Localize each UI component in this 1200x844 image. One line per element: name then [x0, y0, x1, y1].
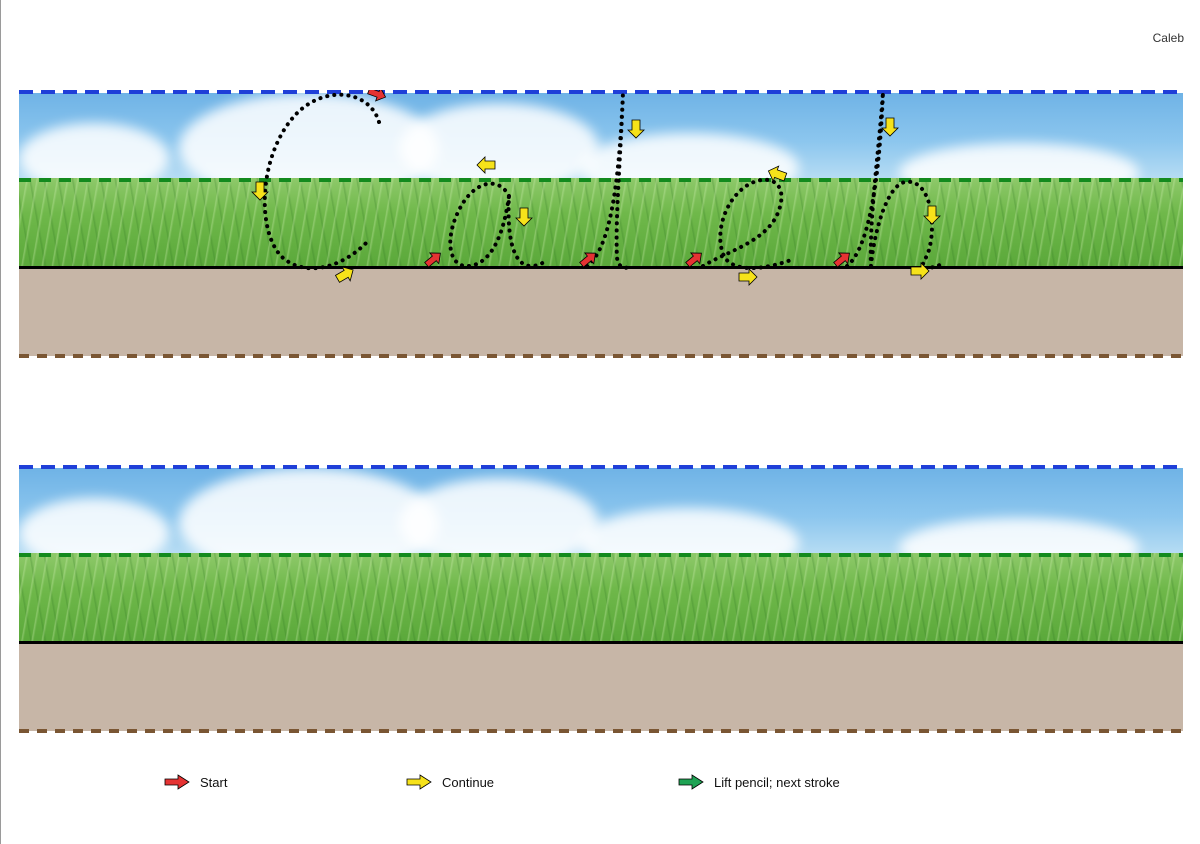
- practice-band-blank: [19, 465, 1183, 733]
- legend-start: Start: [164, 774, 227, 790]
- letter-c-trace: [262, 92, 381, 271]
- continue-arrow-a1: [476, 156, 496, 174]
- continue-arrow-c2: [334, 266, 354, 283]
- baseline: [19, 641, 1183, 644]
- legend-continue: Continue: [406, 774, 494, 790]
- sky-zone: [19, 468, 1183, 556]
- top-guide-line: [19, 465, 1183, 469]
- continue-arrow-l: [627, 119, 645, 139]
- letter-e-trace: [701, 177, 793, 271]
- baseline: [19, 266, 1183, 269]
- practice-band-traced: [19, 90, 1183, 358]
- letter-a-trace: [448, 181, 549, 269]
- descender-guide-line: [19, 729, 1183, 733]
- continue-arrow-b1: [881, 117, 899, 137]
- green-arrow-icon: [678, 774, 704, 790]
- legend-continue-label: Continue: [442, 774, 495, 790]
- start-arrow-l: [579, 252, 596, 268]
- student-name-label: Caleb: [1152, 31, 1184, 45]
- continue-arrow-b2: [923, 205, 941, 225]
- page-left-border: [0, 0, 1, 844]
- legend-lift: Lift pencil; next stroke: [678, 774, 840, 790]
- legend: Start Continue Lift pencil; next stroke: [0, 774, 1200, 794]
- midline-guide: [19, 178, 1183, 182]
- grass-zone: [19, 553, 1183, 643]
- descender-guide-line: [19, 354, 1183, 358]
- legend-start-label: Start: [200, 774, 228, 790]
- top-guide-line: [19, 90, 1183, 94]
- traced-word-caleb: [251, 90, 947, 286]
- start-arrow-a: [424, 252, 441, 268]
- yellow-arrow-icon: [406, 774, 432, 790]
- red-arrow-icon: [164, 774, 190, 790]
- start-arrow-e: [685, 252, 702, 268]
- start-arrow-b: [833, 252, 850, 268]
- ground-zone: [19, 268, 1183, 356]
- continue-arrow-e2: [738, 268, 758, 286]
- continue-arrow-b3: [910, 262, 930, 280]
- continue-arrow-e1: [767, 165, 788, 183]
- grass-zone: [19, 178, 1183, 268]
- legend-lift-label: Lift pencil; next stroke: [714, 774, 840, 790]
- start-arrow-c: [367, 90, 387, 102]
- sky-zone: [19, 93, 1183, 181]
- continue-arrow-a2: [515, 207, 533, 227]
- ground-zone: [19, 643, 1183, 731]
- letter-l-trace: [585, 91, 631, 270]
- continue-arrow-c1: [251, 181, 269, 201]
- midline-guide: [19, 553, 1183, 557]
- letter-b-trace: [845, 91, 947, 271]
